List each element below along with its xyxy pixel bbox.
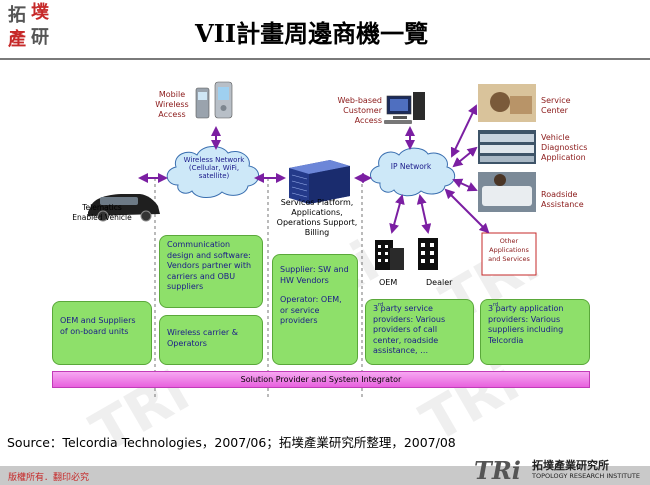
- other-apps-label: Other Applications and Services: [488, 237, 530, 263]
- service-center-photo: [478, 84, 536, 122]
- logo-char: 研: [31, 27, 49, 48]
- third-party-app-text: 3 party application providers: Various s…: [488, 304, 564, 345]
- supplier-sw-text: Supplier: SW and HW Vendors: [280, 265, 349, 285]
- vehicle-diagnostics-photo: [478, 130, 536, 164]
- dealer-building-icon: [418, 238, 438, 270]
- logo-char: 墣: [31, 2, 49, 23]
- wireless-network-label: Wireless Network (Cellular, WiFi, satell…: [183, 156, 245, 180]
- connection-arrows: [138, 104, 490, 234]
- roadside-assistance-label: Roadside Assistance: [541, 190, 584, 209]
- oem-suppliers-text: OEM and Suppliers of on-board units: [60, 316, 136, 336]
- car-icon: [88, 194, 160, 222]
- mobile-access-label: Mobile Wireless Access: [155, 90, 189, 119]
- supplier-operator-box: Supplier: SW and HW Vendors Operator: OE…: [272, 254, 358, 365]
- institute-name-en: TOPOLOGY RESEARCH INSTITUTE: [532, 472, 640, 480]
- dealer-label: Dealer: [426, 278, 453, 287]
- ip-network-label: IP Network: [390, 162, 432, 171]
- ip-cloud: [370, 147, 456, 197]
- vehicle-diagnostics-label: Vehicle Diagnostics Application: [541, 133, 588, 162]
- institute-name-cn: 拓墣產業研究所: [532, 459, 609, 472]
- oem-building-icon: [375, 240, 404, 270]
- wireless-carrier-text: Wireless carrier & Operators: [167, 328, 238, 348]
- third-party-service-paragraph: rd 3 party service providers: Various pr…: [373, 302, 446, 356]
- other-apps-box: [481, 232, 537, 276]
- wireless-carrier-box: Wireless carrier & Operators: [159, 315, 263, 365]
- operator-text: Operator: OEM, or service providers: [280, 295, 342, 325]
- logo-char: 拓: [8, 5, 26, 26]
- telematics-label: Telematics Enabled Vehicle: [72, 203, 132, 222]
- logo-tl: 拓 墣 產 研: [6, 4, 58, 54]
- title-divider: [0, 58, 650, 60]
- comm-design-box: Communication design and software: Vendo…: [159, 235, 263, 308]
- third-party-service-text: 3 party service providers: Various provi…: [373, 304, 446, 355]
- third-party-service-box: rd 3 party service providers: Various pr…: [365, 299, 474, 365]
- phones-icon: [195, 81, 233, 119]
- page-title: VII計畫周邊商機一覽: [195, 19, 429, 48]
- third-party-app-box: rd 3 party application providers: Variou…: [480, 299, 590, 365]
- footer-bar: [0, 466, 650, 485]
- logo-char: 產: [8, 29, 26, 50]
- oem-label: OEM: [379, 278, 398, 287]
- copyright-text: 版權所有．翻印必究: [8, 473, 90, 483]
- third-party-app-paragraph: rd 3 party application providers: Variou…: [488, 302, 564, 345]
- service-center-label: Service Center: [541, 96, 571, 115]
- roadside-assistance-photo: [478, 172, 536, 212]
- solution-provider-bar: Solution Provider and System Integrator: [52, 371, 590, 388]
- source-citation: Source：Telcordia Technologies，2007/06；拓墣…: [7, 435, 456, 450]
- services-platform-label: Services Platform, Applications, Operati…: [276, 198, 358, 237]
- wireless-cloud: [166, 146, 260, 198]
- column-separators: [154, 178, 363, 400]
- server-icon: [289, 160, 350, 204]
- web-access-label: Web-based Customer Access: [337, 96, 382, 125]
- comm-design-text: Communication design and software: Vendo…: [167, 240, 252, 291]
- oem-suppliers-box: OEM and Suppliers of on-board units: [52, 301, 152, 365]
- tri-logo: TRi: [474, 456, 521, 485]
- desktop-pc-icon: [384, 92, 425, 124]
